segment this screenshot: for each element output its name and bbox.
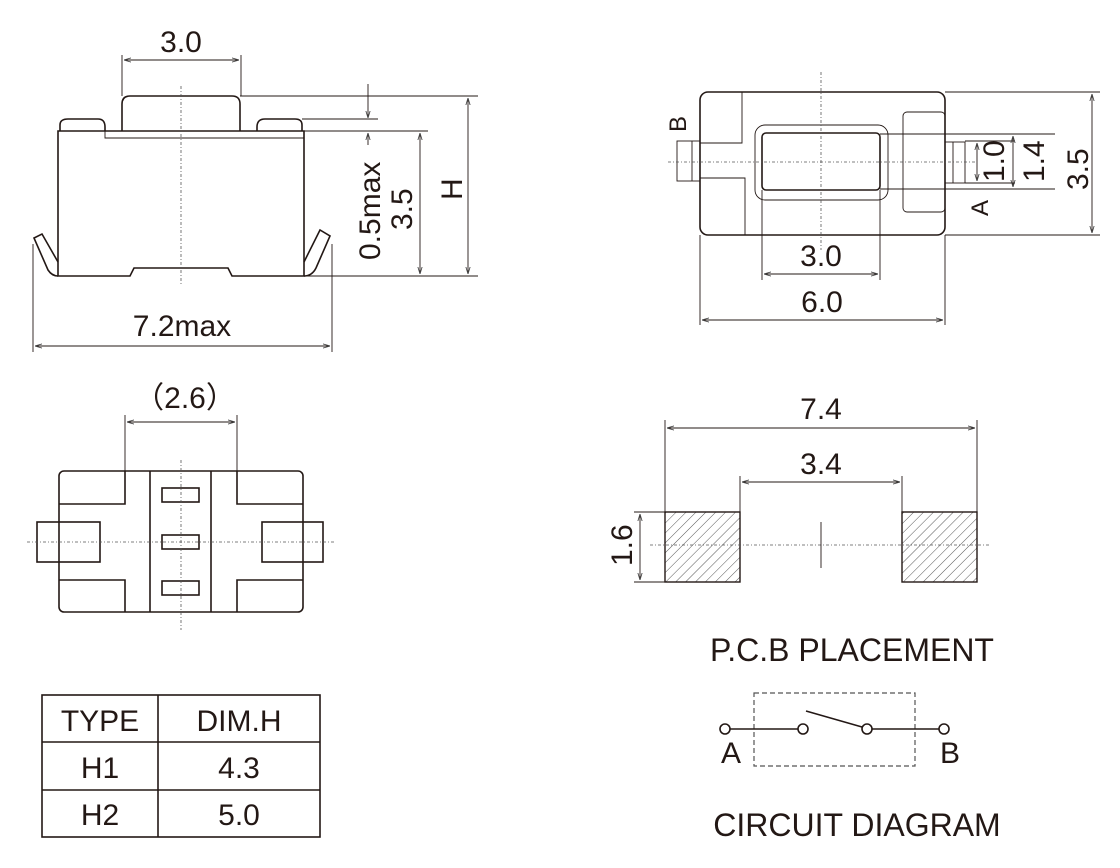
circuit-label-a: A xyxy=(721,737,741,770)
dim-terminal-width: 1.0 xyxy=(978,140,1011,182)
dim-body-height: 3.5 xyxy=(386,188,419,230)
dim-total-height: H xyxy=(436,178,469,200)
top-view: 3.0 6.0 1.0 1.4 3.5 B A xyxy=(665,72,1100,325)
table-cell: 5.0 xyxy=(218,799,260,832)
plunger xyxy=(121,95,241,131)
right-leg xyxy=(303,228,332,277)
dim-top-plunger: 3.0 xyxy=(800,240,842,273)
terminal-b-label: B xyxy=(665,116,692,132)
dim-pad-height: 1.6 xyxy=(606,524,639,566)
body xyxy=(57,130,305,277)
dim-plunger-inner: 1.4 xyxy=(1018,140,1051,182)
dim-overall-width: 7.2max xyxy=(133,310,231,343)
dim-gap: 0.5max xyxy=(354,162,387,260)
pad-right xyxy=(901,511,978,583)
dim-plunger-width: 3.0 xyxy=(160,26,202,59)
left-leg xyxy=(32,232,59,277)
pcb-title: P.C.B PLACEMENT xyxy=(710,632,994,668)
pcb-placement: 7.4 3.4 1.6 P.C.B PLACEMENT xyxy=(606,393,994,668)
table-header-type: TYPE xyxy=(61,705,139,738)
terminal-a-label: A xyxy=(967,200,994,216)
dim-top-width: 6.0 xyxy=(801,286,843,319)
circuit-title: CIRCUIT DIAGRAM xyxy=(713,807,1000,843)
dim-top-height: 3.5 xyxy=(1062,148,1095,190)
dim-pcb-overall: 7.4 xyxy=(800,393,842,426)
pad-left xyxy=(664,511,741,583)
circuit-label-b: B xyxy=(940,737,960,770)
dim-pcb-gap: 3.4 xyxy=(800,448,842,481)
right-bump xyxy=(256,118,303,131)
left-bump xyxy=(59,118,106,131)
table-cell: 4.3 xyxy=(218,752,260,785)
table-cell: H2 xyxy=(81,799,119,832)
bottom-view: （2.6） xyxy=(27,382,336,630)
dim-spacing: （2.6） xyxy=(134,382,236,415)
side-view: 3.0 0.5max 3.5 H 7.2max xyxy=(32,26,478,352)
table-header-dim: DIM.H xyxy=(197,705,282,738)
table-cell: H1 xyxy=(81,752,119,785)
dimension-table: TYPE DIM.H H1 4.3 H2 5.0 xyxy=(41,694,321,838)
circuit-diagram: A B CIRCUIT DIAGRAM xyxy=(713,692,1001,843)
